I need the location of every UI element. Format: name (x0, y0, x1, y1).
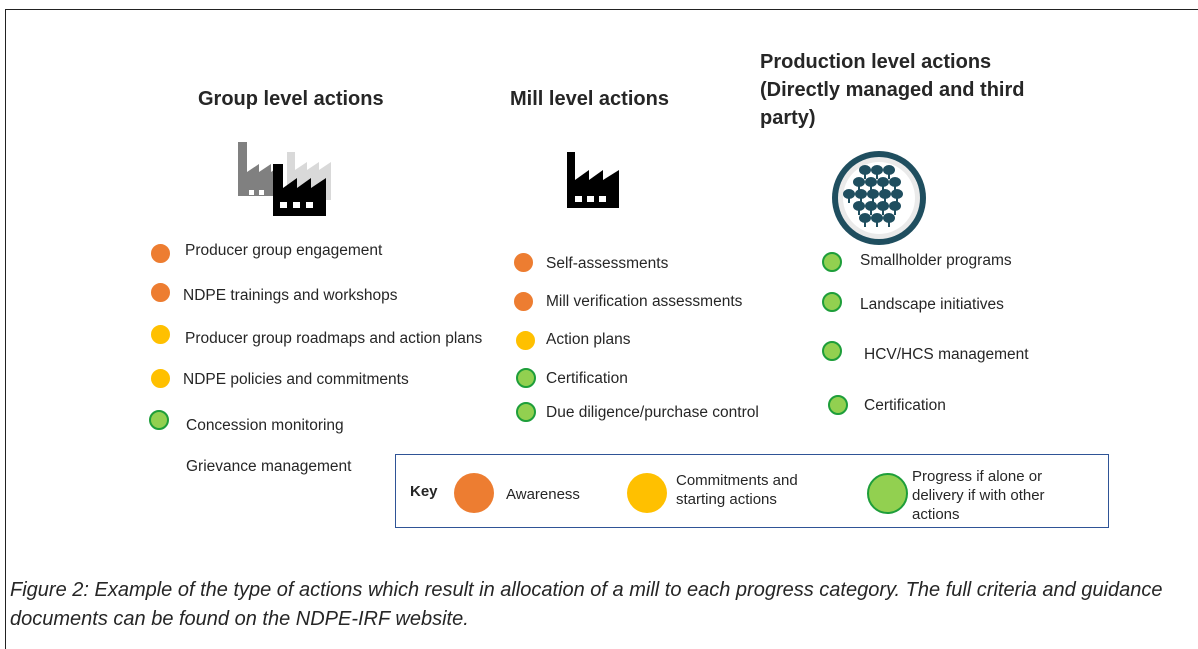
status-dot (514, 253, 533, 272)
status-dot (516, 402, 536, 422)
tree-crown (871, 213, 883, 223)
list-item: HCV/HCS management (864, 346, 1029, 363)
progress-swatch (867, 473, 908, 514)
status-dot (822, 252, 842, 272)
list-item: Smallholder programs (860, 252, 1012, 269)
plantation-trees-icon (832, 151, 926, 245)
tree-crown (853, 201, 865, 211)
tree-crown (853, 177, 865, 187)
tree-trunk (882, 209, 884, 215)
tree-crown (855, 189, 867, 199)
tree-crown (843, 189, 855, 199)
factory-icon (567, 152, 619, 208)
figure-frame (5, 9, 1198, 649)
tree-crown (883, 165, 895, 175)
tree-trunk (858, 209, 860, 215)
status-dot (151, 325, 170, 344)
tree-trunk (876, 173, 878, 179)
tree-crown (865, 201, 877, 211)
tree-trunk (884, 197, 886, 203)
status-dot (149, 410, 169, 430)
key-commitments-label: Commitments and starting actions (676, 472, 798, 508)
production-heading: Production level actions (Directly manag… (760, 51, 1025, 129)
tree-crown (879, 189, 891, 199)
list-item: Producer group roadmaps and action plans (185, 330, 483, 347)
tree-crown (877, 201, 889, 211)
status-dot (151, 244, 170, 263)
tree-trunk (864, 173, 866, 179)
tree-crown (867, 189, 879, 199)
tree-trunk (882, 185, 884, 191)
tree-crown (889, 201, 901, 211)
tree-crown (883, 213, 895, 223)
tree-trunk (896, 197, 898, 203)
status-dot (151, 283, 170, 302)
status-dot (516, 368, 536, 388)
tree-crown (865, 177, 877, 187)
tree-trunk (848, 197, 850, 203)
commitments-swatch (627, 473, 667, 513)
tree-crown (859, 213, 871, 223)
tree-trunk (894, 209, 896, 215)
tree-trunk (860, 197, 862, 203)
tree-crown (877, 177, 889, 187)
status-dot (828, 395, 848, 415)
list-item: Grievance management (186, 458, 352, 475)
key-awareness-label: Awareness (506, 486, 580, 503)
list-item: Self-assessments (546, 255, 669, 272)
list-item: NDPE policies and commitments (183, 371, 409, 388)
tree-trunk (876, 221, 878, 227)
tree-crown (891, 189, 903, 199)
status-dot (822, 292, 842, 312)
status-dot (822, 341, 842, 361)
tree-trunk (894, 185, 896, 191)
tree-trunk (864, 221, 866, 227)
mill-heading: Mill level actions (510, 88, 669, 110)
list-item: NDPE trainings and workshops (183, 287, 398, 304)
tree-crown (889, 177, 901, 187)
list-item: Due diligence/purchase control (546, 404, 759, 421)
awareness-swatch (454, 473, 494, 513)
key-legend: Key Awareness Commitments and starting a… (395, 454, 1109, 528)
list-item: Landscape initiatives (860, 296, 1004, 313)
figure-caption: Figure 2: Example of the type of actions… (10, 579, 1163, 630)
tree-trunk (872, 197, 874, 203)
list-item: Concession monitoring (186, 417, 344, 434)
tree-crown (859, 165, 871, 175)
status-dot (514, 292, 533, 311)
factories-icon (238, 142, 331, 216)
group-heading: Group level actions (198, 88, 384, 110)
list-item: Certification (864, 397, 946, 414)
status-dot (151, 369, 170, 388)
tree-trunk (888, 173, 890, 179)
tree-crown (871, 165, 883, 175)
tree-trunk (888, 221, 890, 227)
key-title: Key (410, 483, 438, 500)
status-dot (516, 331, 535, 350)
key-progress-label: Progress if alone or delivery if with ot… (912, 468, 1045, 523)
tree-trunk (870, 185, 872, 191)
list-item: Action plans (546, 331, 631, 348)
list-item: Mill verification assessments (546, 293, 743, 310)
list-item: Certification (546, 370, 628, 387)
tree-trunk (870, 209, 872, 215)
list-item: Producer group engagement (185, 242, 383, 259)
tree-trunk (858, 185, 860, 191)
